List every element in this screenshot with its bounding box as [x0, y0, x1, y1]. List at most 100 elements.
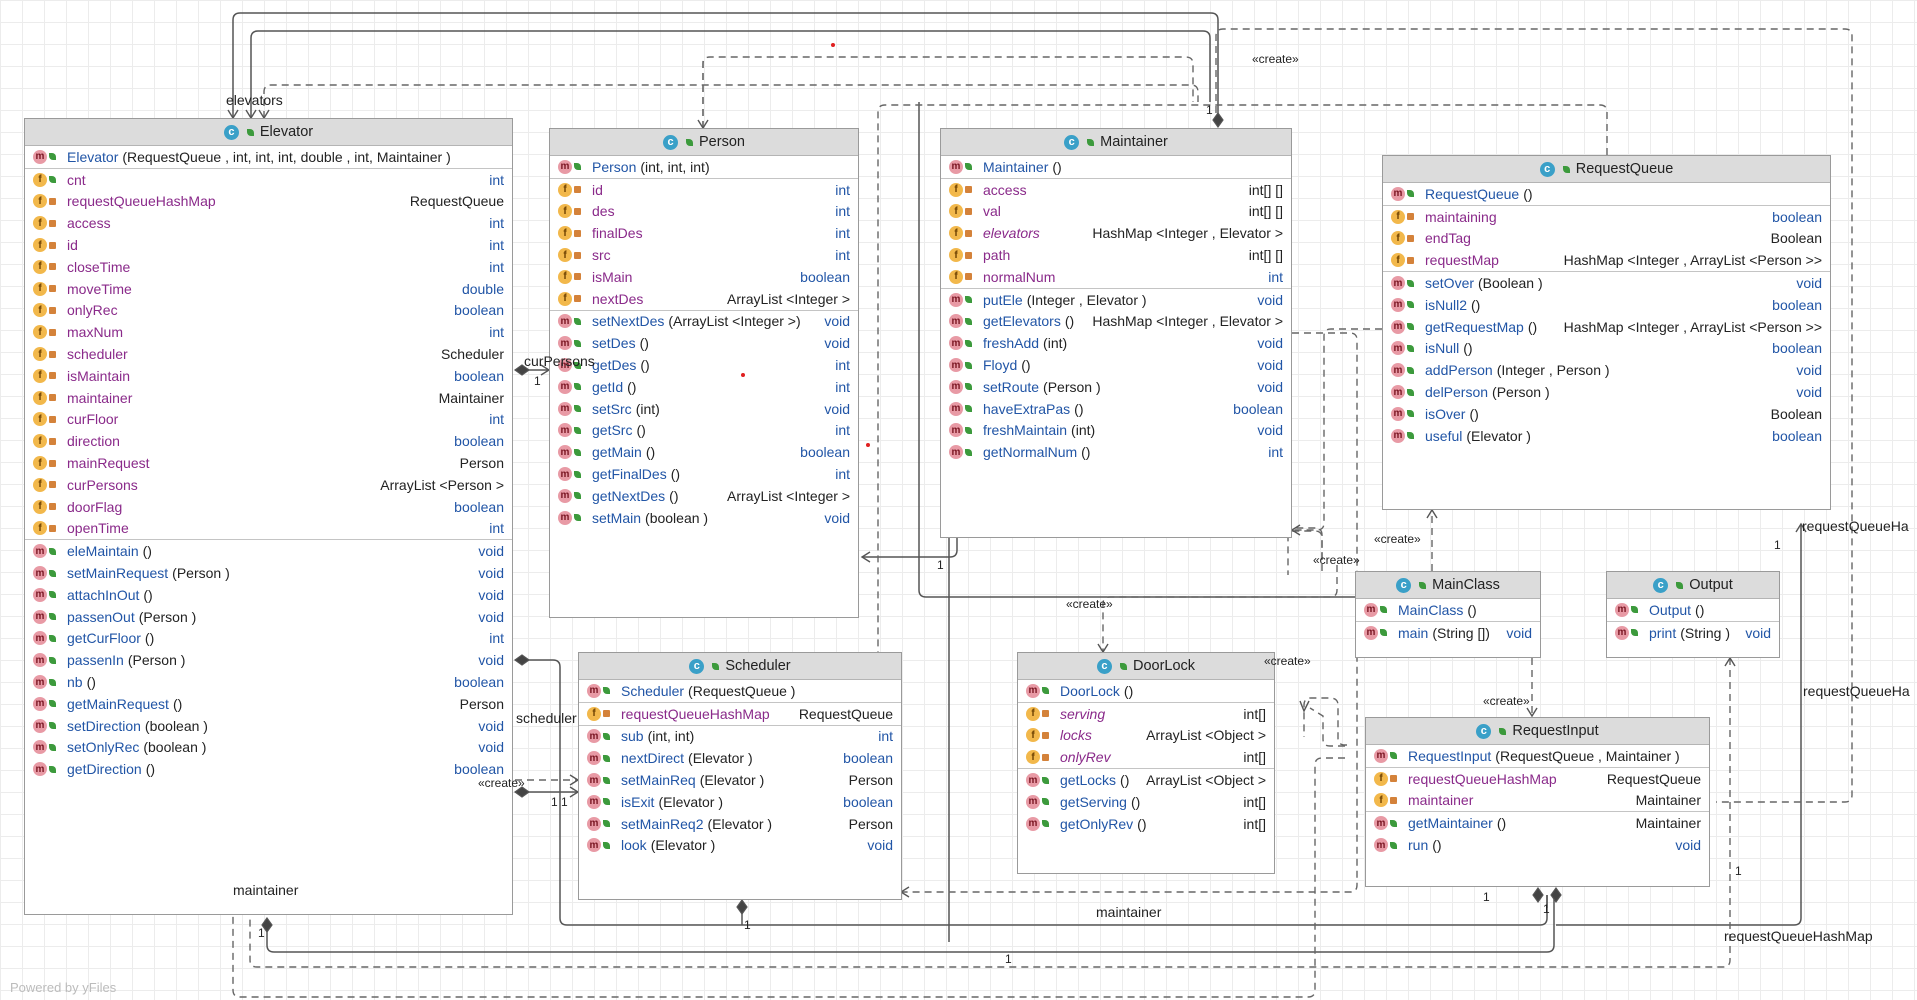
method-row[interactable]: msetDirection(boolean )void — [25, 715, 512, 737]
method-row[interactable]: mOutput() — [1607, 599, 1779, 621]
method-row[interactable]: mpassenOut(Person )void — [25, 606, 512, 628]
field-row[interactable]: fcurPersonsArrayList <Person > — [25, 474, 512, 496]
method-row[interactable]: mputEle(Integer , Elevator )void — [941, 289, 1291, 311]
field-row[interactable]: ffinalDesint — [550, 222, 858, 244]
method-row[interactable]: mgetRequestMap()HashMap <Integer , Array… — [1383, 316, 1830, 338]
method-row[interactable]: misNull()boolean — [1383, 338, 1830, 360]
method-row[interactable]: mgetFinalDes()int — [550, 463, 858, 485]
field-row[interactable]: fnormalNumint — [941, 266, 1291, 288]
field-row[interactable]: frequestQueueHashMapRequestQueue — [1366, 768, 1709, 790]
class-maintainer[interactable]: cMaintainermMaintainer()faccessint[] []f… — [940, 128, 1292, 538]
method-row[interactable]: maddPerson(Integer , Person )void — [1383, 359, 1830, 381]
class-header[interactable]: cElevator — [25, 119, 512, 146]
method-row[interactable]: msub(int, int)int — [579, 726, 901, 748]
class-scheduler[interactable]: cSchedulermScheduler(RequestQueue )frequ… — [578, 652, 902, 900]
field-row[interactable]: fonlyRevint[] — [1018, 746, 1274, 768]
method-row[interactable]: mMainClass() — [1356, 599, 1540, 621]
method-row[interactable]: mMaintainer() — [941, 156, 1291, 178]
field-row[interactable]: fmaintainingboolean — [1383, 206, 1830, 228]
method-row[interactable]: mrun()void — [1366, 834, 1709, 856]
field-row[interactable]: fisMainboolean — [550, 266, 858, 288]
field-row[interactable]: frequestQueueHashMapRequestQueue — [25, 191, 512, 213]
field-row[interactable]: fpathint[] [] — [941, 244, 1291, 266]
field-row[interactable]: fdoorFlagboolean — [25, 496, 512, 518]
method-row[interactable]: mmain(String [])void — [1356, 622, 1540, 644]
class-header[interactable]: cPerson — [550, 129, 858, 156]
method-row[interactable]: mgetMain()boolean — [550, 441, 858, 463]
field-row[interactable]: fmainRequestPerson — [25, 452, 512, 474]
method-row[interactable]: mgetId()int — [550, 376, 858, 398]
method-row[interactable]: msetNextDes(ArrayList <Integer >)void — [550, 311, 858, 333]
class-person[interactable]: cPersonmPerson(int, int, int)fidintfdesi… — [549, 128, 859, 618]
method-row[interactable]: msetMainReq(Elevator )Person — [579, 769, 901, 791]
field-row[interactable]: fmaintainerMaintainer — [1366, 790, 1709, 812]
method-row[interactable]: mgetOnlyRev()int[] — [1018, 813, 1274, 835]
field-row[interactable]: fmoveTimedouble — [25, 278, 512, 300]
field-row[interactable]: fschedulerScheduler — [25, 343, 512, 365]
method-row[interactable]: mprint(String )void — [1607, 622, 1779, 644]
class-requestinput[interactable]: cRequestInputmRequestInput(RequestQueue … — [1365, 717, 1710, 887]
method-row[interactable]: misOver()Boolean — [1383, 403, 1830, 425]
field-row[interactable]: faccessint — [25, 212, 512, 234]
field-row[interactable]: fdesint — [550, 201, 858, 223]
field-row[interactable]: faccessint[] [] — [941, 179, 1291, 201]
method-row[interactable]: mgetServing()int[] — [1018, 791, 1274, 813]
method-row[interactable]: msetDes()void — [550, 332, 858, 354]
method-row[interactable]: mFloyd()void — [941, 354, 1291, 376]
method-row[interactable]: meleMaintain()void — [25, 540, 512, 562]
method-row[interactable]: msetMain(boolean )void — [550, 507, 858, 529]
field-row[interactable]: fidint — [25, 234, 512, 256]
method-row[interactable]: msetSrc(int)void — [550, 398, 858, 420]
method-row[interactable]: mDoorLock() — [1018, 680, 1274, 702]
class-output[interactable]: cOutputmOutput()mprint(String )void — [1606, 571, 1780, 658]
class-requestqueue[interactable]: cRequestQueuemRequestQueue()fmaintaining… — [1382, 155, 1831, 510]
class-elevator[interactable]: cElevatormElevator(RequestQueue , int, i… — [24, 118, 513, 915]
method-row[interactable]: mnb()boolean — [25, 671, 512, 693]
class-header[interactable]: cOutput — [1607, 572, 1779, 599]
field-row[interactable]: frequestQueueHashMapRequestQueue — [579, 703, 901, 725]
field-row[interactable]: fendTagBoolean — [1383, 228, 1830, 250]
field-row[interactable]: felevatorsHashMap <Integer , Elevator > — [941, 222, 1291, 244]
method-row[interactable]: misExit(Elevator )boolean — [579, 791, 901, 813]
method-row[interactable]: msetMainReq2(Elevator )Person — [579, 813, 901, 835]
field-row[interactable]: fcloseTimeint — [25, 256, 512, 278]
field-row[interactable]: fservingint[] — [1018, 703, 1274, 725]
method-row[interactable]: mgetDirection()boolean — [25, 758, 512, 780]
field-row[interactable]: fopenTimeint — [25, 518, 512, 540]
method-row[interactable]: mRequestQueue() — [1383, 183, 1830, 205]
method-row[interactable]: mRequestInput(RequestQueue , Maintainer … — [1366, 745, 1709, 767]
class-mainclass[interactable]: cMainClassmMainClass()mmain(String [])vo… — [1355, 571, 1541, 658]
method-row[interactable]: mpassenIn(Person )void — [25, 649, 512, 671]
method-row[interactable]: mdelPerson(Person )void — [1383, 381, 1830, 403]
field-row[interactable]: fisMaintainboolean — [25, 365, 512, 387]
field-row[interactable]: fonlyRecboolean — [25, 300, 512, 322]
method-row[interactable]: mfreshAdd(int)void — [941, 332, 1291, 354]
field-row[interactable]: fcurFloorint — [25, 409, 512, 431]
method-row[interactable]: mgetSrc()int — [550, 420, 858, 442]
field-row[interactable]: flocksArrayList <Object > — [1018, 725, 1274, 747]
class-doorlock[interactable]: cDoorLockmDoorLock()fservingint[]flocksA… — [1017, 652, 1275, 874]
field-row[interactable]: fnextDesArrayList <Integer > — [550, 288, 858, 310]
field-row[interactable]: fvalint[] [] — [941, 201, 1291, 223]
method-row[interactable]: msetOver(Boolean )void — [1383, 272, 1830, 294]
method-row[interactable]: mgetNextDes()ArrayList <Integer > — [550, 485, 858, 507]
method-row[interactable]: mattachInOut()void — [25, 584, 512, 606]
method-row[interactable]: misNull2()boolean — [1383, 294, 1830, 316]
field-row[interactable]: fmaxNumint — [25, 321, 512, 343]
field-row[interactable]: fsrcint — [550, 244, 858, 266]
method-row[interactable]: mElevator(RequestQueue , int, int, int, … — [25, 146, 512, 168]
field-row[interactable]: fcntint — [25, 169, 512, 191]
method-row[interactable]: mScheduler(RequestQueue ) — [579, 680, 901, 702]
class-header[interactable]: cRequestQueue — [1383, 156, 1830, 183]
method-row[interactable]: msetRoute(Person )void — [941, 376, 1291, 398]
method-row[interactable]: museful(Elevator )boolean — [1383, 425, 1830, 447]
method-row[interactable]: mhaveExtraPas()boolean — [941, 398, 1291, 420]
method-row[interactable]: msetMainRequest(Person )void — [25, 562, 512, 584]
method-row[interactable]: mlook(Elevator )void — [579, 835, 901, 857]
class-header[interactable]: cMaintainer — [941, 129, 1291, 156]
class-header[interactable]: cScheduler — [579, 653, 901, 680]
field-row[interactable]: fdirectionboolean — [25, 430, 512, 452]
method-row[interactable]: mfreshMaintain(int)void — [941, 420, 1291, 442]
class-header[interactable]: cRequestInput — [1366, 718, 1709, 745]
method-row[interactable]: mnextDirect(Elevator )boolean — [579, 747, 901, 769]
